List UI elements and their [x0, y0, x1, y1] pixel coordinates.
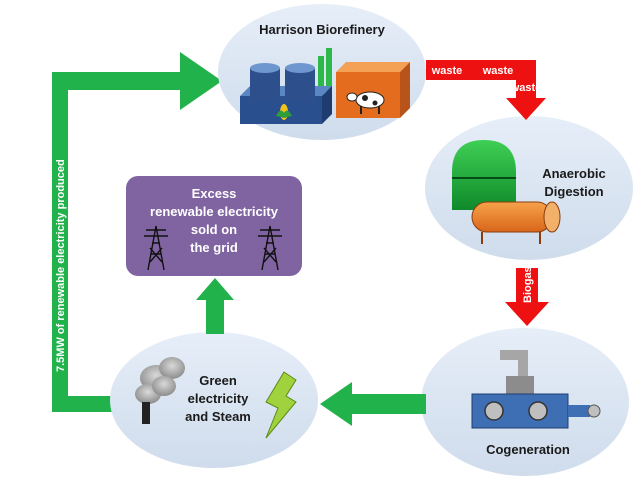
side-label: 7.5MW of renewable electricity produced	[55, 159, 67, 372]
biogas-arrow: Biogas	[505, 266, 549, 326]
renewable-loop-arrow: 7.5MW of renewable electricity produced	[52, 52, 222, 412]
biorefinery-label: Harrison Biorefinery	[259, 22, 385, 37]
waste-label-1: waste	[431, 65, 463, 77]
excess-electricity-box: Excess renewable electricity sold on the…	[126, 176, 302, 276]
anaerobic-label-2: Digestion	[544, 184, 603, 199]
waste-arrow: waste waste waste	[426, 60, 546, 120]
green-label-3: and Steam	[185, 409, 251, 424]
waste-label-2: waste	[482, 65, 514, 77]
biogas-label: Biogas	[522, 266, 534, 303]
power-pylon-icon	[144, 225, 168, 271]
smokestack-icon	[135, 357, 185, 424]
excess-line-4: the grid	[190, 240, 238, 255]
cow-icon	[346, 91, 385, 114]
green-to-excess-arrow	[196, 278, 234, 334]
anaerobic-label-1: Anaerobic	[542, 166, 606, 181]
cogeneration-label: Cogeneration	[486, 442, 570, 457]
waste-label-3: waste	[510, 82, 542, 94]
power-pylon-icon	[258, 225, 282, 271]
storage-tank-icon	[250, 63, 315, 102]
lightning-icon	[265, 371, 297, 439]
biorefinery-illustration	[240, 48, 410, 124]
green-label-2: electricity	[188, 391, 249, 406]
engine-icon	[471, 350, 601, 429]
digester-icon	[452, 140, 561, 244]
corn-icon	[276, 104, 292, 120]
excess-line-1: Excess	[192, 186, 237, 201]
green-label-1: Green	[199, 373, 237, 388]
excess-line-2: renewable electricity	[150, 204, 279, 219]
cogen-to-green-arrow	[320, 382, 426, 426]
excess-line-3: sold on	[191, 222, 237, 237]
